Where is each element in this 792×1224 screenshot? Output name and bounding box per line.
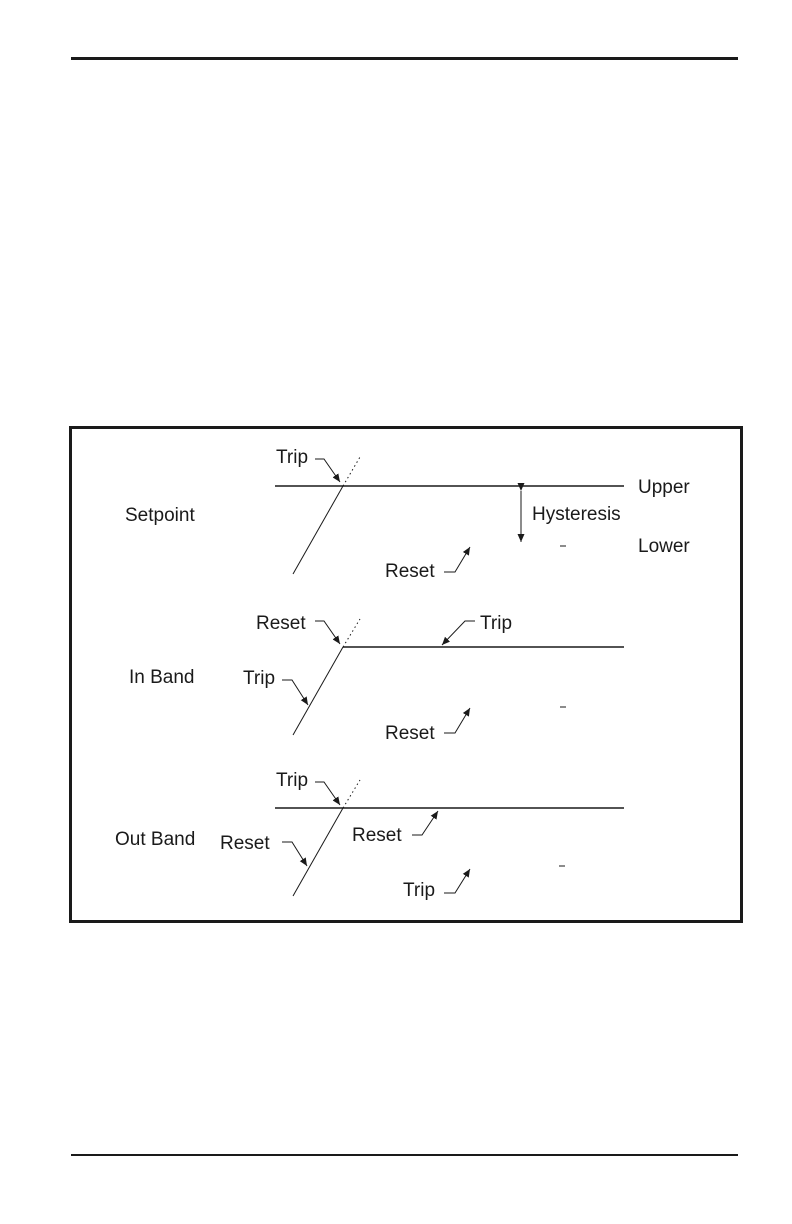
out-band-reset-mid-label: Reset bbox=[352, 825, 402, 846]
out-band-trip-top-label: Trip bbox=[276, 770, 308, 791]
in-band-trip-right-label: Trip bbox=[480, 613, 512, 634]
setpoint-hysteresis-label: Hysteresis bbox=[532, 504, 621, 525]
out-band-trip-bottom-pointer bbox=[444, 869, 470, 893]
in-band-reset-bottom-label: Reset bbox=[385, 723, 435, 744]
setpoint-ramp-line bbox=[293, 486, 343, 574]
in-band-trip-left-label: Trip bbox=[243, 668, 275, 689]
setpoint-lower-label: Lower bbox=[638, 536, 690, 557]
out-band-trip-top-pointer bbox=[315, 782, 340, 805]
out-band-ramp-line bbox=[293, 808, 343, 896]
in-band-ramp-dotted bbox=[343, 619, 360, 647]
out-band-reset-mid-pointer bbox=[412, 811, 438, 835]
in-band-ramp-line bbox=[293, 647, 343, 735]
setpoint-section: Setpoint Trip Upper Lower Hysteresis Res… bbox=[125, 447, 690, 582]
out-band-section: Out Band Trip Reset Reset Trip bbox=[115, 770, 624, 901]
in-band-reset-top-pointer bbox=[315, 621, 340, 644]
setpoint-title: Setpoint bbox=[125, 505, 195, 526]
setpoint-reset-label: Reset bbox=[385, 561, 435, 582]
alarm-modes-diagram: Setpoint Trip Upper Lower Hysteresis Res… bbox=[72, 429, 740, 920]
setpoint-trip-pointer bbox=[315, 459, 340, 482]
out-band-ramp-dotted bbox=[343, 780, 360, 808]
alarm-modes-figure: Setpoint Trip Upper Lower Hysteresis Res… bbox=[69, 426, 743, 923]
in-band-trip-right-pointer bbox=[442, 621, 475, 645]
setpoint-reset-pointer bbox=[444, 547, 470, 572]
setpoint-upper-label: Upper bbox=[638, 477, 690, 498]
out-band-reset-left-label: Reset bbox=[220, 833, 270, 854]
in-band-trip-left-pointer bbox=[282, 680, 308, 705]
out-band-title: Out Band bbox=[115, 829, 195, 850]
out-band-trip-bottom-label: Trip bbox=[403, 880, 435, 901]
setpoint-ramp-dotted bbox=[343, 457, 360, 486]
in-band-reset-bottom-pointer bbox=[444, 708, 470, 733]
setpoint-trip-label: Trip bbox=[276, 447, 308, 468]
footer-rule bbox=[71, 1154, 738, 1156]
in-band-title: In Band bbox=[129, 667, 195, 688]
in-band-section: In Band Reset Trip Trip Reset bbox=[129, 613, 624, 744]
out-band-reset-left-pointer bbox=[282, 842, 307, 866]
header-rule bbox=[71, 57, 738, 60]
in-band-reset-top-label: Reset bbox=[256, 613, 306, 634]
